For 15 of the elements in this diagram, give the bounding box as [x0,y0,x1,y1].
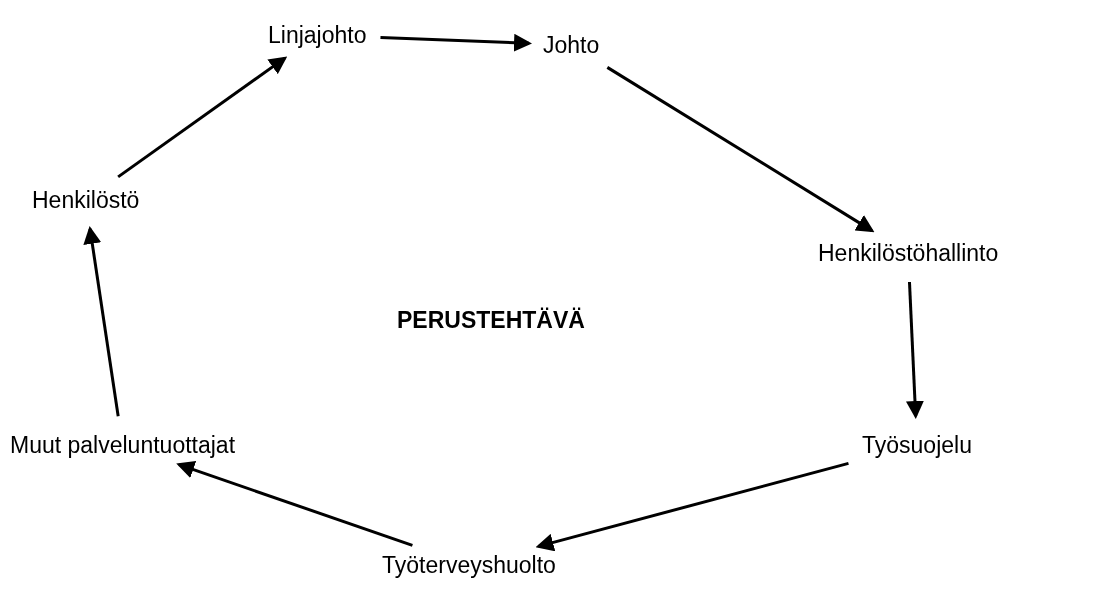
arrow [117,56,288,179]
node-label: Johto [543,30,600,60]
arrow [606,66,875,233]
arrow [535,461,849,552]
node-label: Muut palveluntuottajat [10,430,236,460]
node-label: Työterveyshuolto [382,550,556,580]
arrow [380,33,532,52]
node-label: Henkilöstöhallinto [818,238,999,268]
arrow [83,225,120,417]
node-label: Henkilöstö [32,185,140,215]
arrow [176,461,413,547]
node-label: Linjajohto [268,20,367,50]
arrow [905,281,924,419]
center-label: PERUSTEHTÄVÄ [397,306,585,335]
node-label: Työsuojelu [862,430,972,460]
